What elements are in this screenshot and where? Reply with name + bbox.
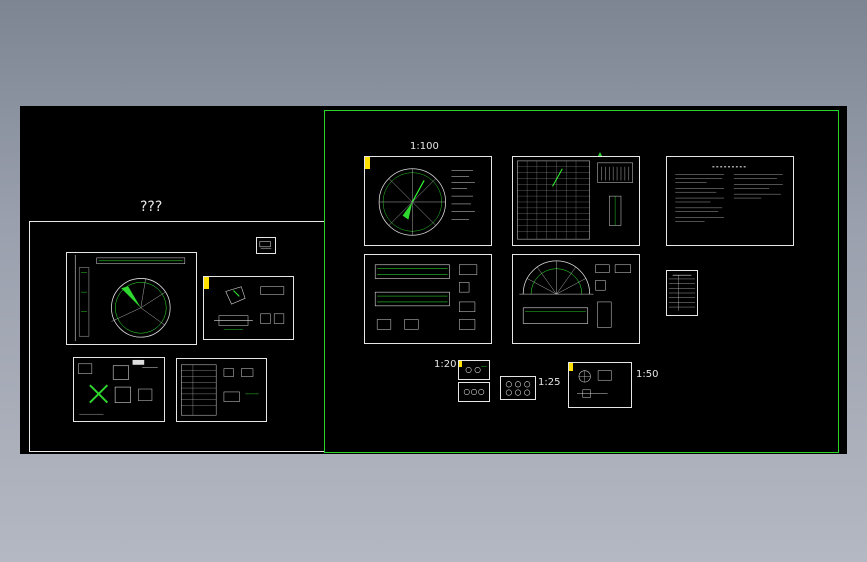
scale-label-1-25: 1:25 (538, 377, 561, 388)
ucs-icon (484, 353, 490, 368)
sheet-pool-plan[interactable] (66, 252, 197, 345)
sheet-circular-plan[interactable] (364, 156, 492, 246)
sheet-material-table[interactable] (176, 358, 267, 422)
right-layout-frame (324, 110, 839, 453)
scale-label-1-50: 1:50 (636, 369, 659, 380)
sheet-quantity-table[interactable] (666, 270, 698, 316)
sheet-tab-marker (365, 157, 370, 169)
north-arrow-icon (597, 143, 603, 158)
sheet-pipe-details[interactable] (73, 357, 165, 422)
sheet-elevations[interactable] (364, 254, 492, 344)
sheet-tab-marker (459, 361, 462, 367)
drawing-canvas[interactable]: ??? (20, 106, 847, 454)
sheet-detail-1-20-b[interactable] (458, 382, 490, 402)
sheet-section-details[interactable] (203, 276, 294, 340)
scale-label-1-20: 1:20 (434, 359, 457, 370)
sheet-small-detail[interactable] (256, 237, 276, 254)
sheet-detail-1-20-a[interactable] (458, 360, 490, 380)
sheet-arch-plan[interactable] (512, 254, 640, 344)
sheet-tab-marker (569, 363, 573, 371)
sheet-tab-marker (204, 277, 209, 289)
sheet-detail-1-25[interactable] (500, 376, 536, 400)
left-group-title: ??? (140, 199, 163, 215)
sheet-design-notes[interactable] (666, 156, 794, 246)
scale-label-1-100: 1:100 (410, 141, 439, 152)
sheet-schedule[interactable] (512, 156, 640, 246)
sheet-detail-1-50[interactable] (568, 362, 632, 408)
